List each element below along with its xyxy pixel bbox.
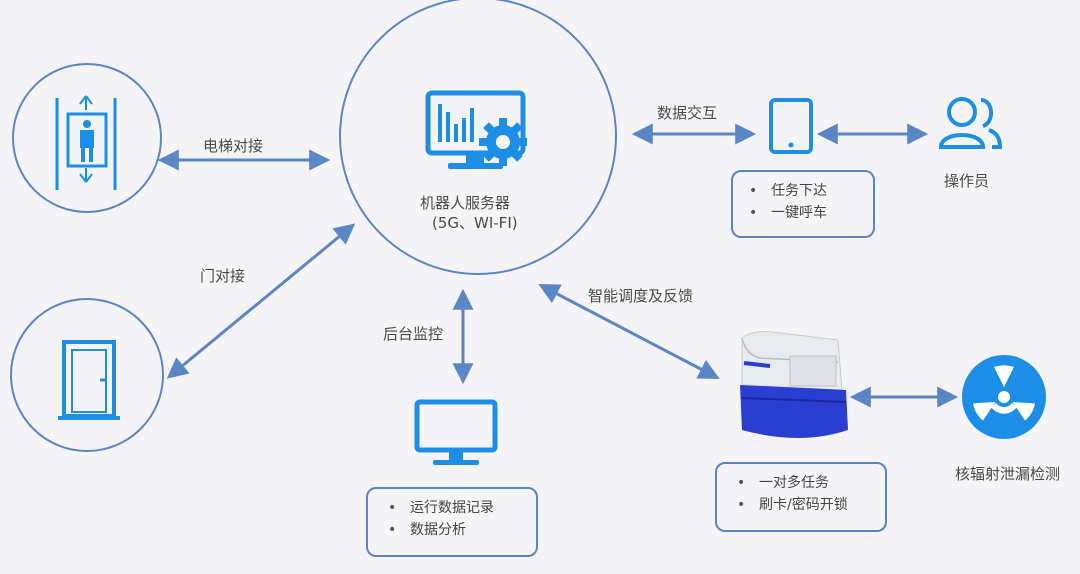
server-monitor-gear-icon [425,90,527,169]
bullet-icon: • [737,475,746,491]
tablet-link-label: 数据交互 [657,104,718,122]
list-item-text: 运行数据记录 [410,500,494,516]
robot-image [740,331,848,438]
list-item-text: 任务下达 [771,183,827,199]
bullet-icon: • [749,205,758,221]
server-label: 机器人服务器 [420,194,511,212]
door-node-circle [10,298,164,452]
elevator-link-label: 电梯对接 [203,137,264,155]
server-sublabel: (5G、WI-FI) [432,214,518,232]
bullet-icon: • [749,183,758,199]
bullet-icon: • [388,500,397,516]
tablet-icon [769,98,813,154]
elevator-icon [55,95,117,190]
list-item: • 数据分析 [388,519,536,541]
list-item: • 任务下达 [749,180,873,202]
list-item: • 一对多任务 [737,472,885,494]
operator-label: 操作员 [944,172,990,190]
radiation-icon [962,355,1046,439]
bullet-icon: • [737,497,746,513]
door-link-label: 门对接 [200,267,246,285]
list-item-text: 数据分析 [410,522,466,538]
door-link-arrow [166,223,356,379]
radiation-label: 核辐射泄漏检测 [955,465,1061,483]
elevator-node-circle [12,63,162,213]
monitor-icon [414,399,498,465]
robot-features-box: • 一对多任务 • 刷卡/密码开锁 [715,462,887,532]
list-item-text: 刷卡/密码开锁 [759,497,848,513]
list-item: • 刷卡/密码开锁 [737,494,885,516]
server-node-circle [339,0,617,275]
list-item-text: 一对多任务 [759,475,829,491]
monitor-features-box: • 运行数据记录 • 数据分析 [366,487,538,557]
door-icon [58,340,120,420]
bullet-icon: • [388,522,397,538]
list-item: • 一键呼车 [749,202,873,224]
list-item-text: 一键呼车 [771,205,827,221]
robot-link-arrow [538,284,720,379]
robot-link-label: 智能调度及反馈 [588,287,694,305]
users-icon [938,97,1003,149]
monitor-link-label: 后台监控 [383,325,444,343]
list-item: • 运行数据记录 [388,497,536,519]
tablet-features-box: • 任务下达 • 一键呼车 [731,170,875,238]
